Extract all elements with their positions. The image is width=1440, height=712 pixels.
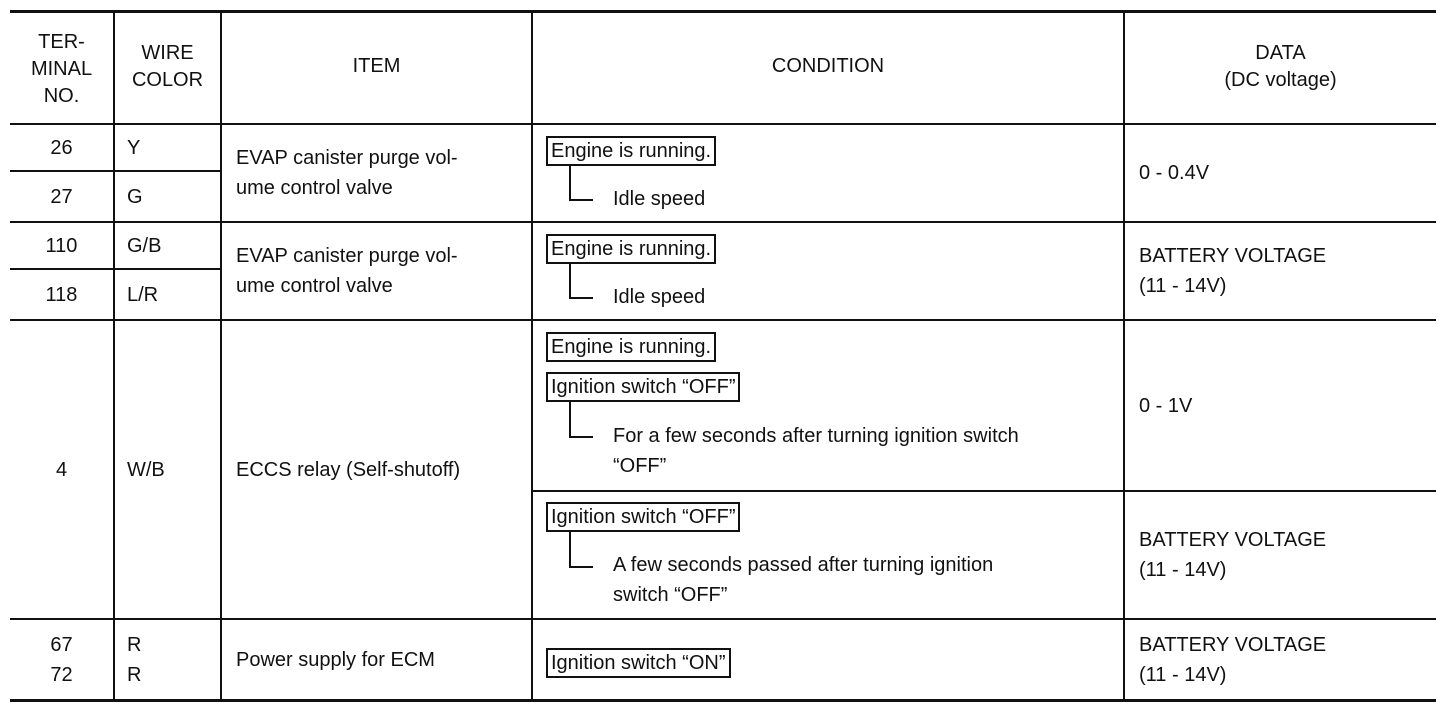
header-wire-line2: COLOR: [131, 68, 204, 91]
row-rule-2: [10, 319, 1436, 321]
header-terminal-line2: MINAL: [30, 57, 93, 80]
row3a-condition-sub: For a few seconds after turning ignition…: [613, 425, 1019, 477]
header-item: ITEM: [222, 10, 531, 123]
row2-terminal-b: 118: [45, 283, 78, 306]
table-top-border: [10, 10, 1436, 13]
column-rule-3: [531, 10, 533, 701]
row1-wire-b: G: [127, 185, 143, 208]
row1-item: EVAP canister purge vol-ume control valv…: [236, 147, 458, 199]
row2-data: BATTERY VOLTAGE(11 - 14V): [1139, 245, 1327, 297]
row2-condition-box: Engine is running.: [546, 234, 717, 264]
row4-data: BATTERY VOLTAGE(11 - 14V): [1139, 633, 1327, 686]
row1-condition-box: Engine is running.: [546, 136, 717, 166]
row1-data: 0 - 0.4V: [1139, 162, 1210, 184]
row1-terminal-a: 26: [50, 136, 73, 159]
table-bottom-border: [10, 699, 1436, 702]
row-rule-3: [10, 618, 1436, 620]
row1-condition-sub: Idle speed: [613, 188, 706, 210]
row2-terminal-a: 110: [45, 234, 78, 257]
condition-sub-rule: [531, 490, 1436, 492]
header-data: DATA (DC voltage): [1125, 10, 1436, 123]
terminal-data-table: TER- MINAL NO. WIRE COLOR ITEM CONDITION…: [10, 10, 1436, 703]
row3b-condition-elbow: [569, 532, 593, 568]
row3b-condition-box: Ignition switch “OFF”: [546, 502, 741, 532]
header-condition: CONDITION: [533, 10, 1123, 123]
header-item-label: ITEM: [352, 55, 401, 77]
row3-item: ECCS relay (Self-shutoff): [236, 458, 461, 481]
header-wire-line1: WIRE: [141, 41, 194, 64]
header-condition-label: CONDITION: [771, 55, 885, 77]
row-rule-1: [10, 221, 1436, 223]
row3a-condition-box-2: Ignition switch “OFF”: [546, 372, 741, 402]
header-data-line2: (DC voltage): [1224, 68, 1337, 91]
header-data-line1: DATA: [1255, 41, 1306, 64]
row2-condition-sub: Idle speed: [613, 286, 706, 308]
row2-wire-b: L/R: [127, 283, 159, 306]
column-rule-1: [113, 10, 115, 701]
row2-wire-a: G/B: [127, 234, 162, 257]
header-terminal-line3: NO.: [43, 84, 80, 107]
column-rule-4: [1123, 10, 1125, 701]
header-terminal-no: TER- MINAL NO.: [10, 15, 113, 123]
row2-condition-elbow: [569, 264, 593, 299]
row3-terminal: 4: [55, 458, 68, 481]
row3a-condition-box-1: Engine is running.: [546, 332, 717, 362]
row4-item: Power supply for ECM: [236, 648, 435, 671]
header-wire-color: WIRE COLOR: [115, 10, 220, 123]
row3b-condition-sub: A few seconds passed after turning ignit…: [613, 554, 994, 606]
row3-wire: W/B: [127, 458, 165, 481]
row1-terminal-b: 27: [50, 185, 73, 208]
row2-item: EVAP canister purge vol-ume control valv…: [236, 245, 458, 297]
row1-wire-a: Y: [127, 136, 141, 159]
row1-condition-elbow: [569, 166, 593, 201]
row-sub-rule-2: [10, 268, 220, 270]
row4-condition-box: Ignition switch “ON”: [546, 648, 731, 678]
header-terminal-line1: TER-: [38, 30, 85, 53]
row3a-condition-elbow: [569, 402, 593, 438]
header-bottom-rule: [10, 123, 1436, 125]
row3b-data: BATTERY VOLTAGE(11 - 14V): [1139, 529, 1327, 581]
column-rule-2: [220, 10, 222, 701]
row-sub-rule-1: [10, 170, 220, 172]
row3a-data: 0 - 1V: [1139, 394, 1193, 417]
